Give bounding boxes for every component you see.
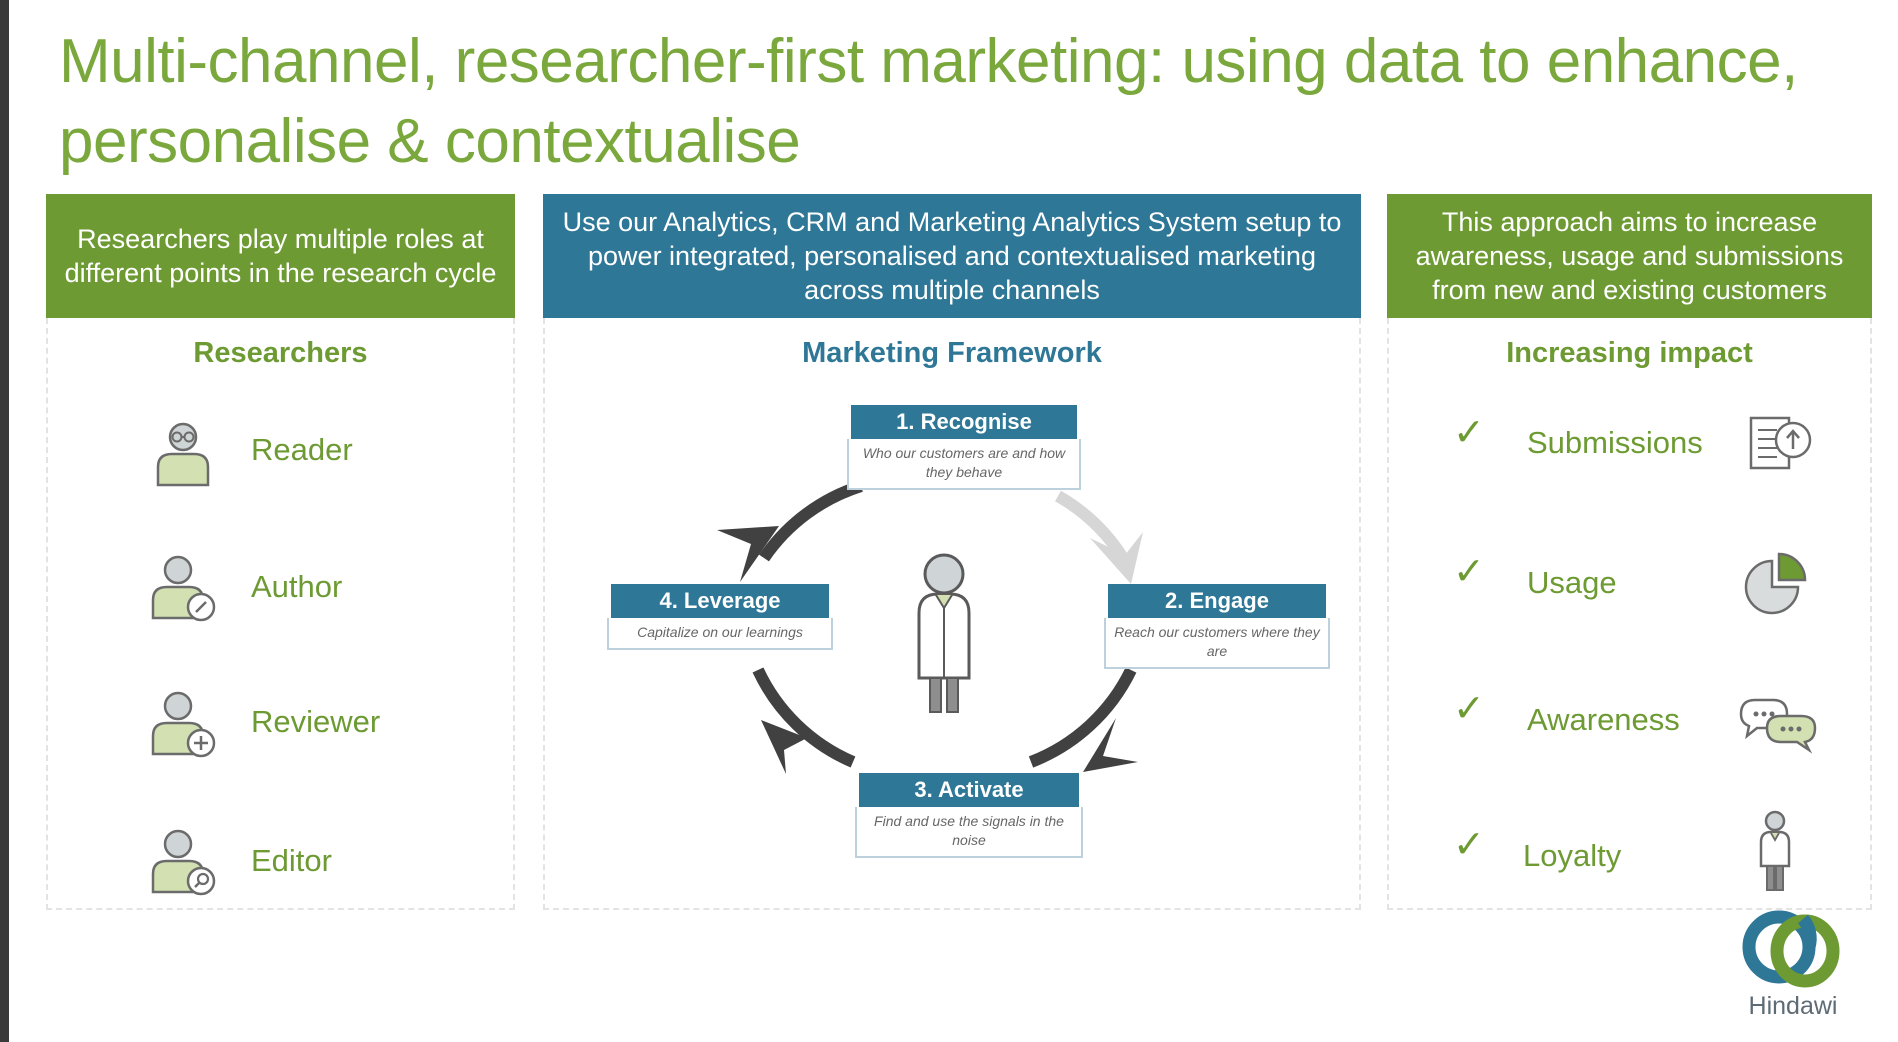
- impact-label-submissions: Submissions: [1527, 425, 1703, 460]
- stage-recognise: 1. Recognise Who our customers are and h…: [847, 405, 1081, 490]
- cycle-arrow-activate-leverage: [761, 720, 807, 774]
- hindawi-logo-icon: [1742, 910, 1840, 988]
- researchers-panel: [46, 318, 515, 910]
- stage-recognise-desc: Who our customers are and how they behav…: [847, 439, 1081, 490]
- hindawi-logo-text: Hindawi: [1748, 992, 1838, 1020]
- check-icon: ✓: [1453, 688, 1485, 730]
- speech-bubbles-icon: [1739, 698, 1817, 754]
- cycle-arc-recognise-engage: [1054, 490, 1129, 562]
- impact-title: Increasing impact: [1506, 337, 1753, 369]
- stage-activate-desc: Find and use the signals in the noise: [855, 807, 1083, 858]
- stage-engage-desc: Reach our customers where they are: [1104, 618, 1330, 669]
- reviewer-icon: [151, 691, 216, 758]
- cycle-arc-engage-activate: [1028, 667, 1137, 768]
- researchers-header: Researchers play multiple roles at diffe…: [46, 194, 515, 318]
- cycle-arrow-leverage-recognise: [717, 526, 779, 582]
- framework-cycle-diagram: [717, 480, 1143, 774]
- check-icon: ✓: [1453, 824, 1485, 866]
- stage-engage-title: 2. Engage: [1108, 584, 1326, 618]
- framework-title: Marketing Framework: [802, 337, 1102, 369]
- stage-activate: 3. Activate Find and use the signals in …: [855, 773, 1083, 858]
- slide-title-line-2: personalise & contextualise: [59, 107, 801, 176]
- stage-leverage: 4. Leverage Capitalize on our learnings: [607, 584, 833, 650]
- impact-header-text: This approach aims to increase awareness…: [1415, 207, 1844, 305]
- cycle-arc-leverage-recognise: [759, 480, 863, 562]
- reader-icon: [156, 422, 210, 487]
- role-label-author: Author: [251, 569, 343, 604]
- author-icon: [151, 555, 216, 622]
- researchers-title: Researchers: [193, 337, 368, 369]
- researchers-header-text: Researchers play multiple roles at diffe…: [64, 224, 497, 288]
- stage-activate-title: 3. Activate: [859, 773, 1079, 807]
- impact-label-loyalty: Loyalty: [1523, 838, 1622, 873]
- slide: Multi-channel, researcher-first marketin…: [9, 0, 1898, 1042]
- check-icon: ✓: [1453, 551, 1485, 593]
- slide-title-line-1: Multi-channel, researcher-first marketin…: [59, 27, 1798, 96]
- framework-panel: [543, 318, 1361, 910]
- framework-header-text: Use our Analytics, CRM and Marketing Ana…: [562, 207, 1342, 305]
- role-label-editor: Editor: [251, 843, 332, 878]
- stage-engage: 2. Engage Reach our customers where they…: [1104, 584, 1330, 669]
- cycle-arc-activate-leverage: [752, 667, 856, 768]
- impact-label-awareness: Awareness: [1527, 702, 1680, 737]
- cycle-arrow-engage-activate: [1083, 718, 1138, 772]
- stage-leverage-desc: Capitalize on our learnings: [607, 618, 833, 650]
- researcher-figure-icon: [917, 553, 971, 713]
- role-label-reviewer: Reviewer: [251, 704, 381, 739]
- check-icon: ✓: [1453, 412, 1485, 454]
- editor-icon: [151, 829, 216, 896]
- cycle-arrow-recognise-engage: [1090, 532, 1143, 584]
- stage-leverage-title: 4. Leverage: [611, 584, 829, 618]
- impact-label-usage: Usage: [1527, 565, 1617, 600]
- slide-title: Multi-channel, researcher-first marketin…: [59, 22, 1859, 182]
- person-icon: [1759, 810, 1791, 891]
- submission-document-icon: [1749, 416, 1812, 470]
- pie-chart-icon: [1744, 552, 1807, 615]
- stage-recognise-title: 1. Recognise: [851, 405, 1077, 439]
- role-label-reader: Reader: [251, 432, 353, 467]
- impact-panel: [1387, 318, 1872, 910]
- impact-header: This approach aims to increase awareness…: [1387, 194, 1872, 318]
- framework-header: Use our Analytics, CRM and Marketing Ana…: [543, 194, 1361, 318]
